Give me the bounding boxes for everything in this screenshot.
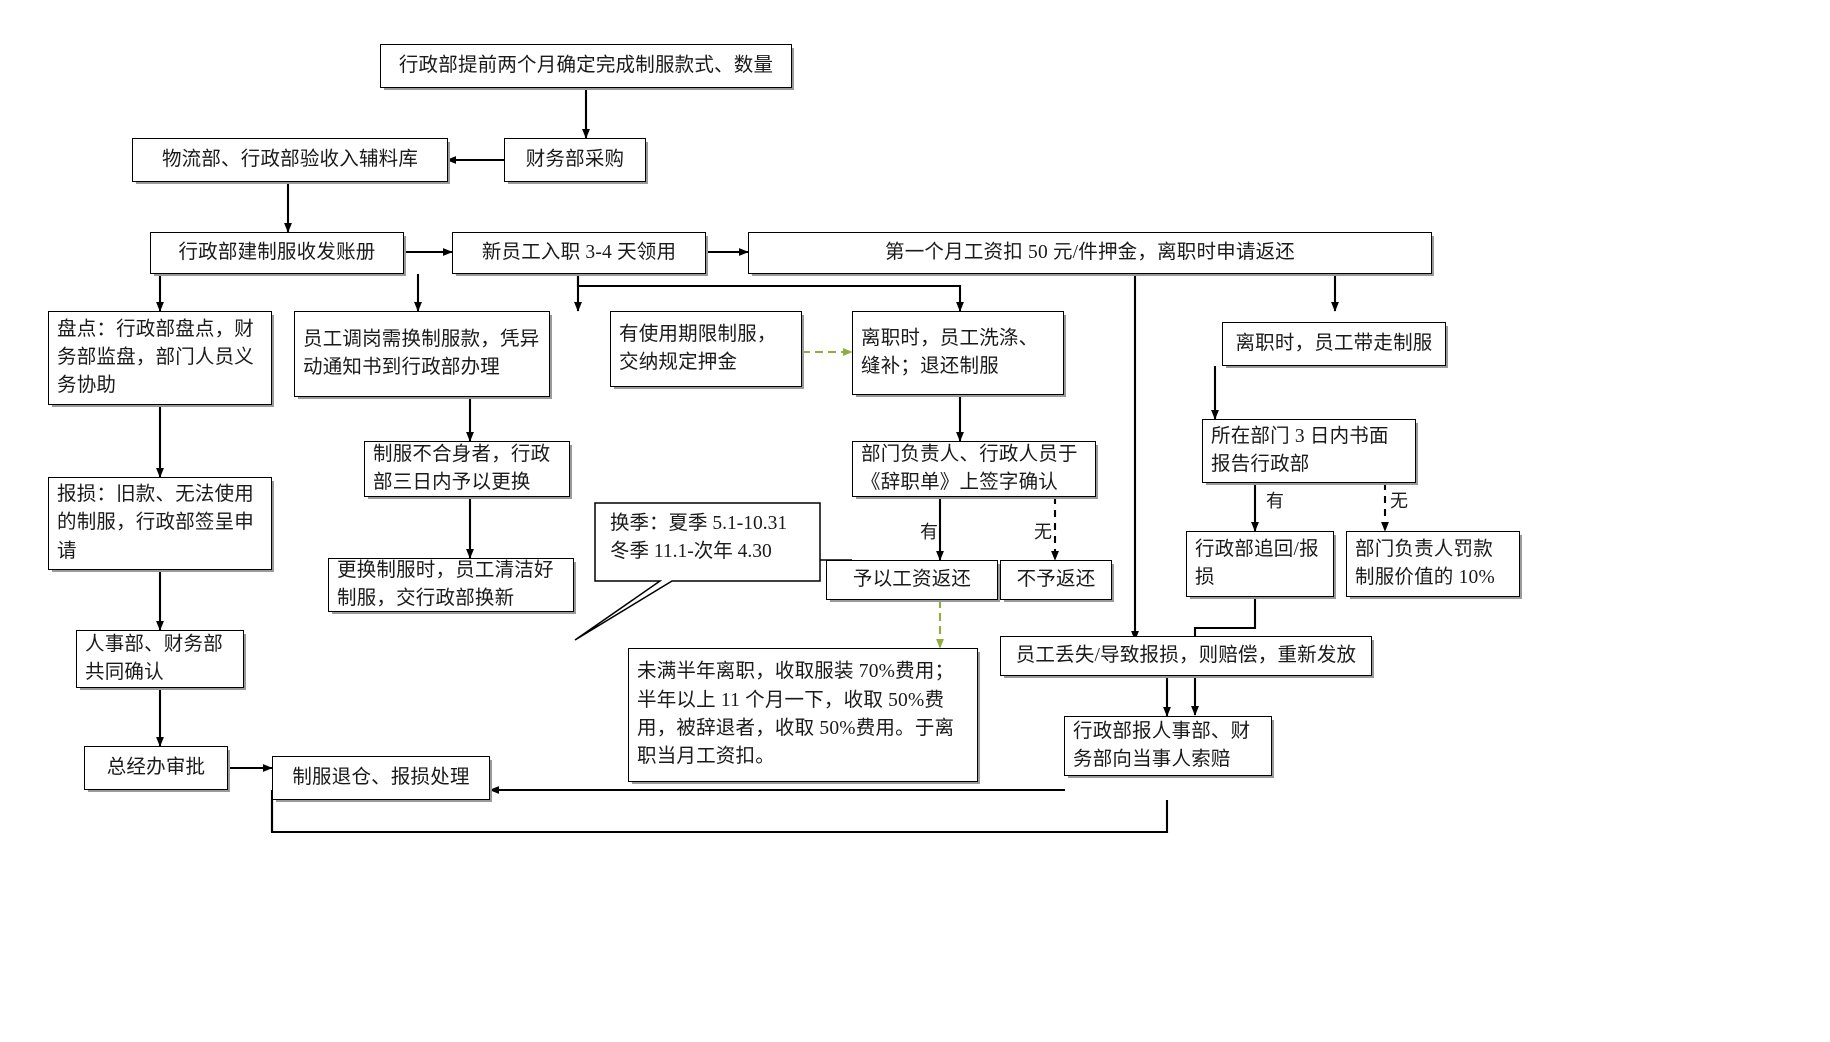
node-no-refund[interactable]: 不予返还 — [1000, 560, 1112, 600]
node-refund-salary[interactable]: 予以工资返还 — [826, 560, 998, 600]
node-ledger[interactable]: 行政部建制服收发账册 — [150, 232, 404, 274]
node-replace-clean[interactable]: 更换制服时，员工清洁好制服，交行政部换新 — [328, 558, 574, 612]
edge-label-have-2: 有 — [1266, 491, 1284, 511]
node-fee-schedule[interactable]: 未满半年离职，收取服装 70%费用；半年以上 11 个月一下，收取 50%费用，… — [628, 648, 978, 782]
node-gm-approval[interactable]: 总经办审批 — [84, 746, 228, 790]
node-resign-keep[interactable]: 离职时，员工带走制服 — [1222, 322, 1446, 366]
edge-label-none-2: 无 — [1390, 491, 1408, 511]
node-dept-fine[interactable]: 部门负责人罚款制服价值的 10% — [1346, 531, 1520, 597]
node-admin-recover[interactable]: 行政部追回/报损 — [1186, 531, 1334, 597]
node-claim[interactable]: 行政部报人事部、财务部向当事人索赔 — [1064, 716, 1272, 776]
node-resign-signature[interactable]: 部门负责人、行政人员于《辞职单》上签字确认 — [852, 441, 1096, 497]
node-hr-finance-confirm[interactable]: 人事部、财务部共同确认 — [76, 630, 244, 688]
node-logistics-inspection[interactable]: 物流部、行政部验收入辅料库 — [132, 138, 448, 182]
edge-label-none-1: 无 — [1034, 522, 1052, 542]
edge-label-have-1: 有 — [920, 522, 938, 542]
node-uniform-plan[interactable]: 行政部提前两个月确定完成制服款式、数量 — [380, 44, 792, 88]
node-misfit-replace[interactable]: 制服不合身者，行政部三日内予以更换 — [364, 441, 570, 497]
node-return-scrap[interactable]: 制服退仓、报损处理 — [272, 756, 490, 800]
node-dept-written-report[interactable]: 所在部门 3 日内书面报告行政部 — [1202, 419, 1416, 483]
node-inventory[interactable]: 盘点：行政部盘点，财务部监盘，部门人员义务协助 — [48, 311, 272, 405]
node-loss-compensate[interactable]: 员工丢失/导致报损，则赔偿，重新发放 — [1000, 636, 1372, 676]
node-new-employee[interactable]: 新员工入职 3-4 天领用 — [452, 232, 706, 274]
node-finance-purchase[interactable]: 财务部采购 — [504, 138, 646, 182]
node-deposit[interactable]: 第一个月工资扣 50 元/件押金，离职时申请返还 — [748, 232, 1432, 274]
node-limited-use[interactable]: 有使用期限制服，交纳规定押金 — [610, 311, 802, 387]
node-transfer[interactable]: 员工调岗需换制服款，凭异动通知书到行政部办理 — [294, 311, 550, 397]
node-resign-clean[interactable]: 离职时，员工洗涤、缝补；退还制服 — [852, 311, 1064, 395]
node-scrap-report[interactable]: 报损：旧款、无法使用的制服，行政部签呈申请 — [48, 477, 272, 570]
